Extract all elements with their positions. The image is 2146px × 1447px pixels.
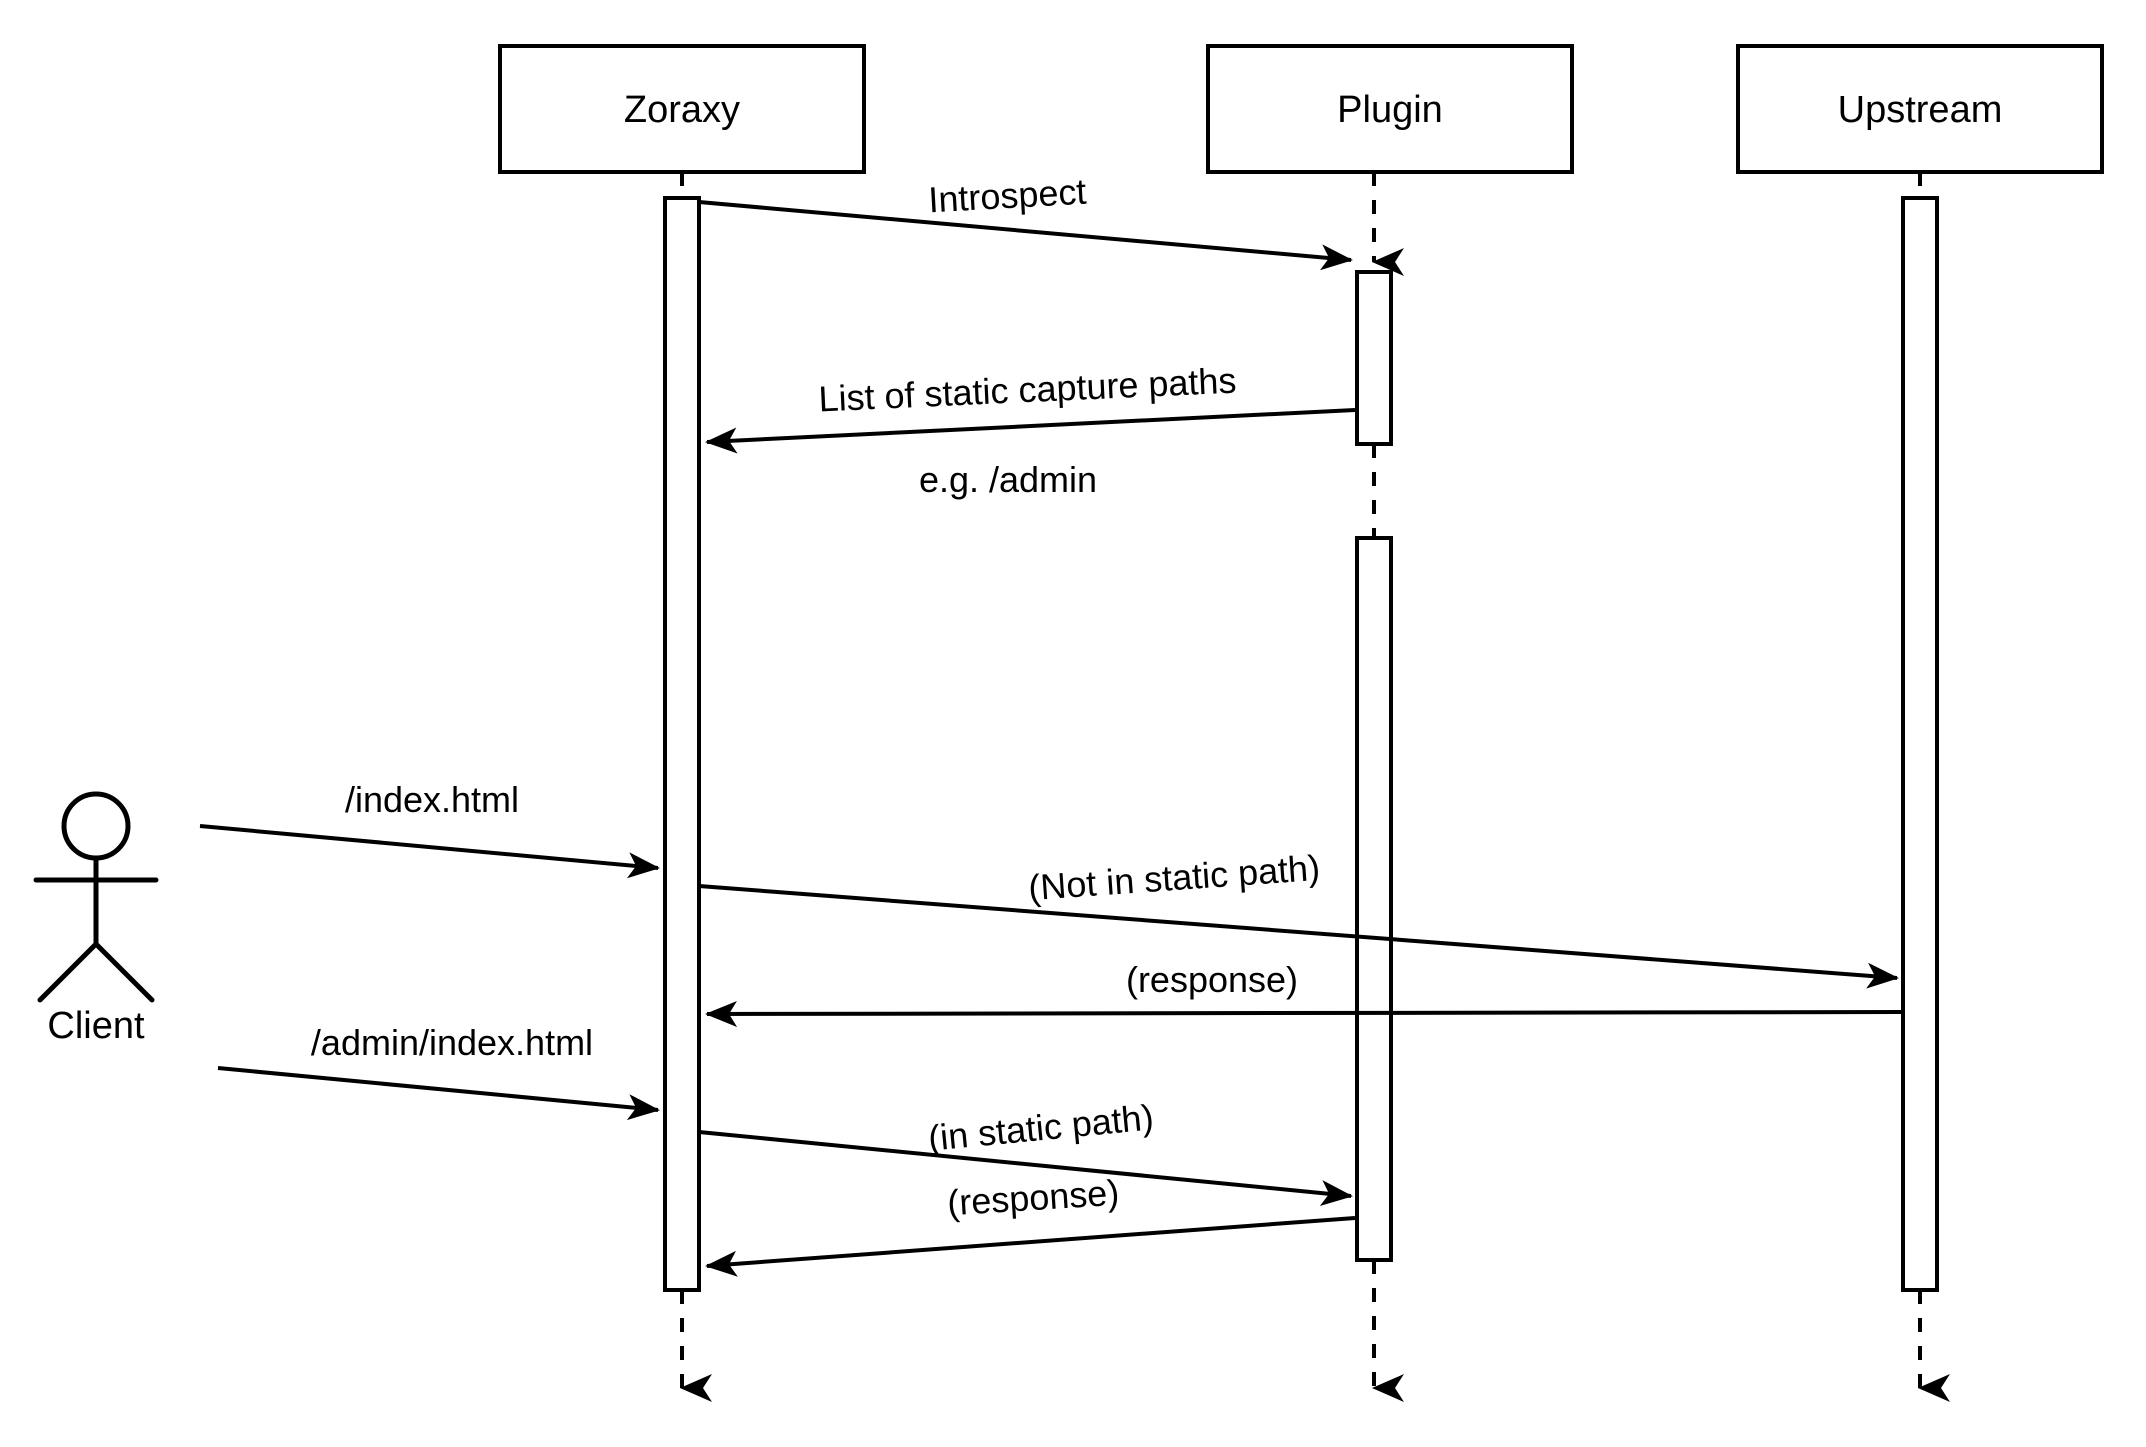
participant-box-upstream[interactable] [1736, 44, 2104, 174]
activation-zoraxy [663, 196, 701, 1292]
activation-plugin-introspect [1355, 270, 1393, 446]
message-label-static-capture-paths-example: e.g. /admin [919, 459, 1097, 500]
activation-plugin-serving [1355, 536, 1393, 1262]
message-arrow-static-capture-paths [705, 408, 1356, 454]
participant-upstream[interactable]: Upstream [1736, 44, 2104, 174]
message-label-index-html: /index.html [345, 779, 519, 820]
message-arrow-introspect [698, 200, 1353, 271]
message-index-html[interactable]: /index.html [199, 779, 660, 879]
message-label-introspect: Introspect [927, 171, 1087, 221]
message-label-response-upstream: (response) [1126, 959, 1298, 1000]
message-label-admin-index-html: /admin/index.html [311, 1022, 593, 1063]
activation-upstream [1901, 196, 1939, 1292]
participant-label-upstream: Upstream [1838, 89, 2003, 131]
message-arrow-admin-index-html [217, 1066, 660, 1121]
message-label-not-in-static-path: (Not in static path) [1027, 847, 1321, 908]
message-arrow-response-plugin [705, 1216, 1356, 1277]
lifelines [680, 172, 1950, 1402]
message-label-response-plugin: (response) [946, 1172, 1120, 1224]
message-static-capture-paths[interactable]: List of static capture paths e.g. /admin [705, 360, 1356, 500]
participant-zoraxy[interactable]: Zoraxy [498, 44, 866, 174]
messages: Introspect List of static capture paths … [199, 171, 1902, 1277]
message-arrow-not-in-static-path [698, 884, 1899, 989]
participant-headers: Zoraxy Plugin Upstream [498, 44, 2104, 174]
participant-plugin[interactable]: Plugin [1206, 44, 1574, 174]
message-admin-index-html[interactable]: /admin/index.html [217, 1022, 660, 1121]
participant-label-plugin: Plugin [1337, 89, 1443, 131]
message-arrow-in-static-path [698, 1130, 1353, 1207]
actor-head-icon [61, 791, 131, 861]
actor-left-leg-icon [37, 941, 99, 1003]
actor-client[interactable]: Client [33, 791, 159, 1047]
participant-box-plugin[interactable] [1206, 44, 1574, 174]
participant-label-zoraxy: Zoraxy [624, 89, 740, 131]
message-arrow-index-html [199, 824, 660, 879]
message-label-in-static-path: (in static path) [926, 1096, 1155, 1158]
message-label-static-capture-paths: List of static capture paths [818, 360, 1238, 420]
message-arrow-response-upstream [705, 1000, 1902, 1027]
message-response-upstream[interactable]: (response) [705, 959, 1902, 1027]
message-introspect[interactable]: Introspect [698, 171, 1353, 271]
actor-right-leg-icon [93, 941, 155, 1003]
activation-bars [663, 196, 1939, 1292]
participant-box-zoraxy[interactable] [498, 44, 866, 174]
actor-label-client: Client [47, 1005, 145, 1047]
